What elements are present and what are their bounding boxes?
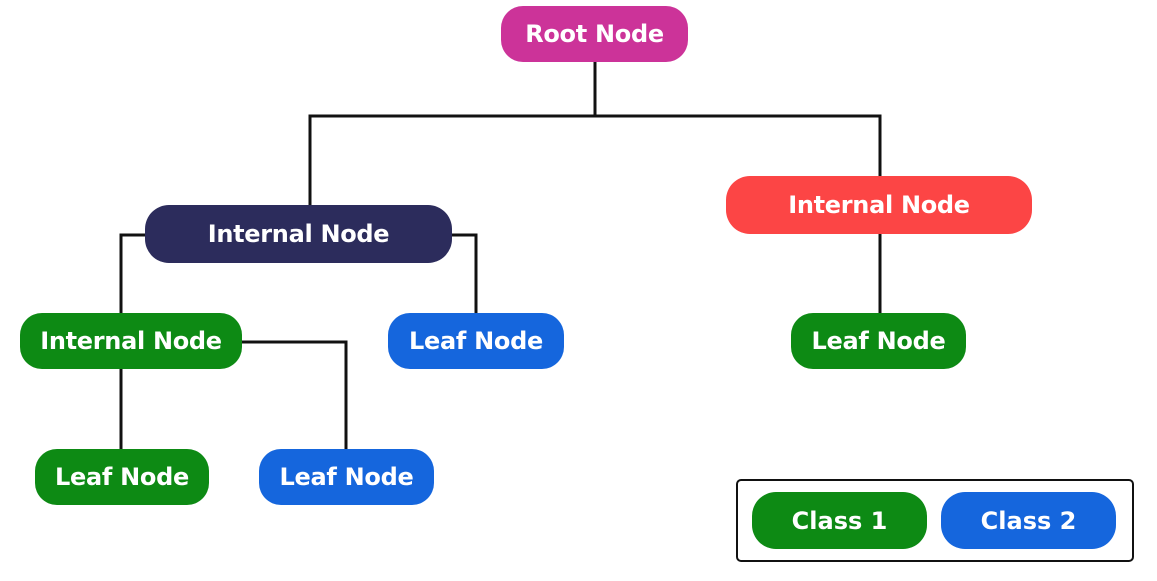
legend-class-2: Class 2 [941, 492, 1116, 549]
leaf-node-bottom-left: Leaf Node [35, 449, 209, 505]
internal-node-left: Internal Node [145, 205, 452, 263]
edge-root-to-internal-b [593, 114, 882, 179]
edge-root-to-internal-a [308, 114, 597, 208]
root-node: Root Node [501, 6, 688, 62]
class-legend: Class 1 Class 2 [736, 479, 1134, 562]
leaf-node-right: Leaf Node [791, 313, 966, 369]
internal-node-lower-left: Internal Node [20, 313, 242, 369]
edge-internal-c-to-leaf-d [239, 340, 348, 452]
leaf-node-bottom-middle: Leaf Node [259, 449, 434, 505]
edge-internal-a-to-leaf-a [449, 233, 478, 316]
leaf-node-middle: Leaf Node [388, 313, 564, 369]
legend-class-1: Class 1 [752, 492, 927, 549]
internal-node-right: Internal Node [726, 176, 1032, 234]
edge-internal-a-to-internal-c [119, 233, 148, 316]
